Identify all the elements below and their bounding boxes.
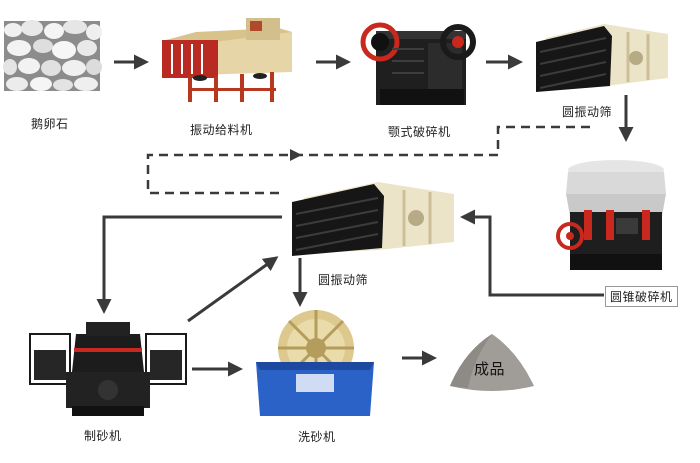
arrow-screen-to-sandmaker xyxy=(96,215,282,314)
jaw-crusher-image xyxy=(360,9,476,109)
arrow-sandmaker-to-screen xyxy=(187,256,279,323)
sand-making-machine-label: 制砂机 xyxy=(84,429,122,443)
sand-washing-machine-image xyxy=(252,306,378,418)
pebble-stones-image xyxy=(3,20,102,91)
vibrating-feeder-image xyxy=(160,16,300,104)
vibrating-feeder-label: 振动给料机 xyxy=(190,123,253,137)
dashed-return-path xyxy=(146,125,590,195)
pebble-label: 鹅卵石 xyxy=(31,117,69,131)
jaw-crusher-label: 颚式破碎机 xyxy=(388,125,451,139)
final-product-pile: 成品 xyxy=(444,328,540,394)
cone-crusher-label: 圆锥破碎机 xyxy=(605,286,678,307)
cone-crusher-image xyxy=(556,158,676,276)
vibrating-screen-top-image xyxy=(532,18,672,96)
sand-making-machine-image xyxy=(28,320,188,418)
vibrating-screen-middle-label: 圆振动筛 xyxy=(318,273,369,287)
sand-washing-machine-label: 洗砂机 xyxy=(298,430,336,444)
vibrating-screen-top-label: 圆振动筛 xyxy=(562,105,613,119)
arrow-cone-to-screen xyxy=(460,209,604,297)
final-product-label: 成品 xyxy=(474,360,506,378)
vibrating-screen-middle-image xyxy=(288,176,458,258)
dashed-arrow-head xyxy=(290,149,302,161)
